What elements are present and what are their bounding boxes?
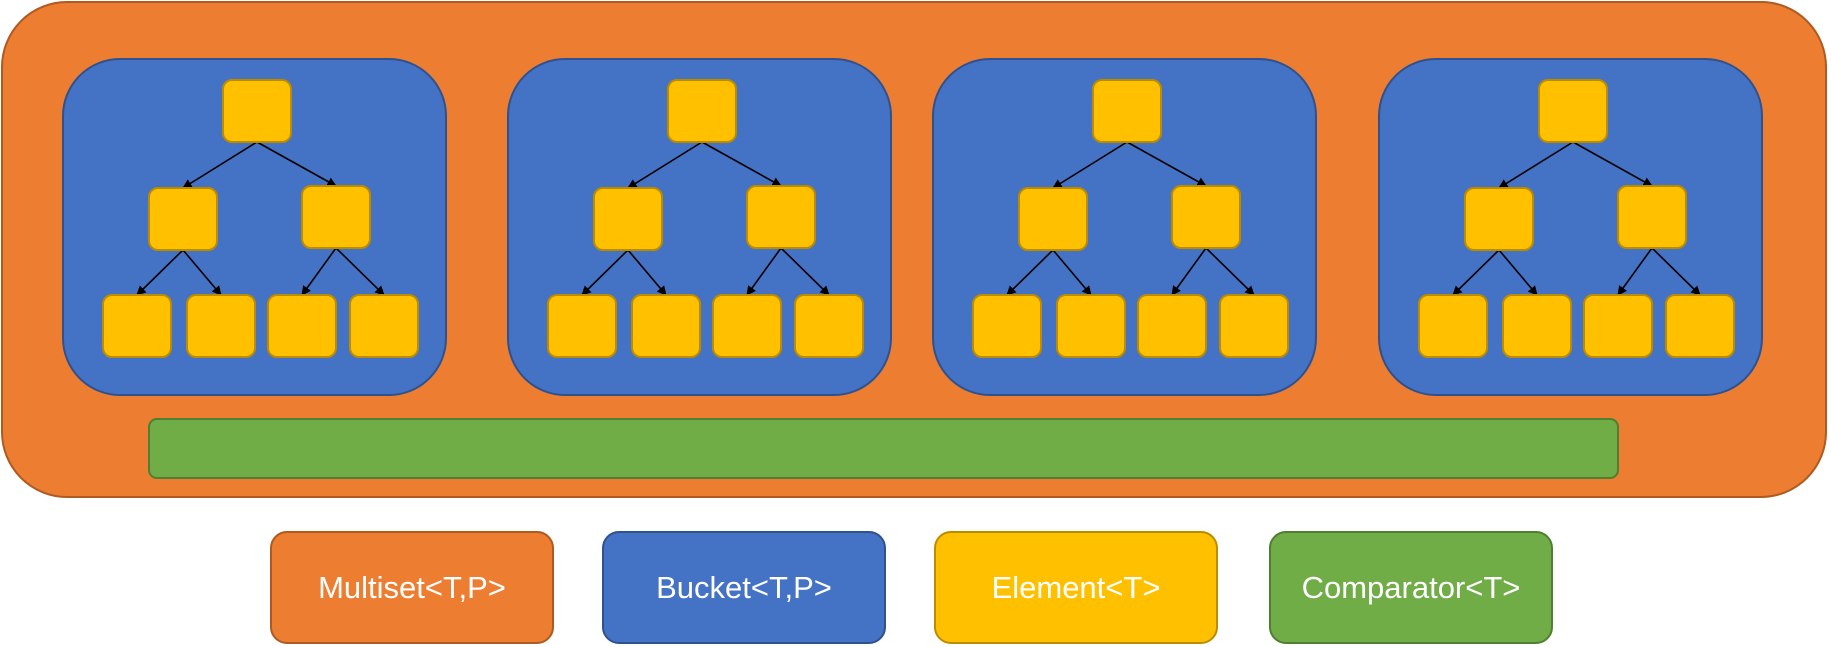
tree-edge-arrow [1572, 141, 1653, 187]
tree-edge-arrow [1205, 247, 1255, 296]
tree-edge-arrow [256, 141, 337, 187]
bucket-tree [972, 79, 1289, 358]
bucket-1 [62, 58, 447, 396]
bucket-4 [1378, 58, 1763, 396]
legend-comparator-label: Comparator<T> [1301, 569, 1521, 605]
tree-edge-arrow [182, 249, 222, 296]
element-node-leaf [794, 294, 864, 358]
legend-bucket-label: Bucket<T,P> [656, 569, 832, 605]
tree-edge-arrow [182, 141, 258, 189]
tree-edge-arrow [1126, 141, 1207, 187]
tree-edge-arrow [627, 249, 667, 296]
element-node-root [1092, 79, 1162, 143]
element-node-inner [1171, 185, 1241, 249]
comparator-bar [148, 418, 1619, 479]
element-node-leaf [1665, 294, 1735, 358]
tree-edge-arrow [1452, 249, 1500, 296]
tree-edge-arrow [627, 141, 703, 189]
element-node-leaf [1583, 294, 1653, 358]
multiset-container [1, 1, 1827, 498]
element-node-inner [301, 185, 371, 249]
tree-edge-arrow [1617, 247, 1653, 296]
tree-edge-arrow [581, 249, 629, 296]
bucket-2 [507, 58, 892, 396]
legend-multiset-label: Multiset<T,P> [318, 569, 506, 605]
element-node-leaf [712, 294, 782, 358]
tree-edge-arrow [1498, 141, 1574, 189]
tree-edge-arrow [701, 141, 782, 187]
element-node-leaf [1137, 294, 1207, 358]
tree-edge-arrow [1498, 249, 1538, 296]
element-node-leaf [349, 294, 419, 358]
tree-edge-arrow [335, 247, 385, 296]
element-node-inner [148, 187, 218, 251]
tree-edge-arrow [136, 249, 184, 296]
tree-edge-arrow [780, 247, 830, 296]
element-node-inner [1018, 187, 1088, 251]
element-node-inner [1617, 185, 1687, 249]
element-node-inner [746, 185, 816, 249]
element-node-leaf [631, 294, 701, 358]
element-node-inner [1464, 187, 1534, 251]
tree-edge-arrow [1052, 141, 1128, 189]
legend-element: Element<T> [934, 531, 1218, 644]
tree-edge-arrow [1651, 247, 1701, 296]
tree-edge-arrow [1052, 249, 1092, 296]
element-node-leaf [972, 294, 1042, 358]
element-node-leaf [1502, 294, 1572, 358]
bucket-3 [932, 58, 1317, 396]
legend-comparator: Comparator<T> [1269, 531, 1553, 644]
tree-edge-arrow [746, 247, 782, 296]
bucket-tree [1418, 79, 1735, 358]
element-node-leaf [267, 294, 337, 358]
legend-bucket: Bucket<T,P> [602, 531, 886, 644]
legend-element-label: Element<T> [991, 569, 1161, 605]
bucket-tree [547, 79, 864, 358]
element-node-root [222, 79, 292, 143]
tree-edge-arrow [301, 247, 337, 296]
element-node-leaf [186, 294, 256, 358]
tree-edge-arrow [1171, 247, 1207, 296]
element-node-root [667, 79, 737, 143]
element-node-root [1538, 79, 1608, 143]
element-node-leaf [102, 294, 172, 358]
element-node-leaf [1418, 294, 1488, 358]
legend-multiset: Multiset<T,P> [270, 531, 554, 644]
element-node-inner [593, 187, 663, 251]
element-node-leaf [1219, 294, 1289, 358]
element-node-leaf [1056, 294, 1126, 358]
element-node-leaf [547, 294, 617, 358]
tree-edge-arrow [1006, 249, 1054, 296]
bucket-tree [102, 79, 419, 358]
